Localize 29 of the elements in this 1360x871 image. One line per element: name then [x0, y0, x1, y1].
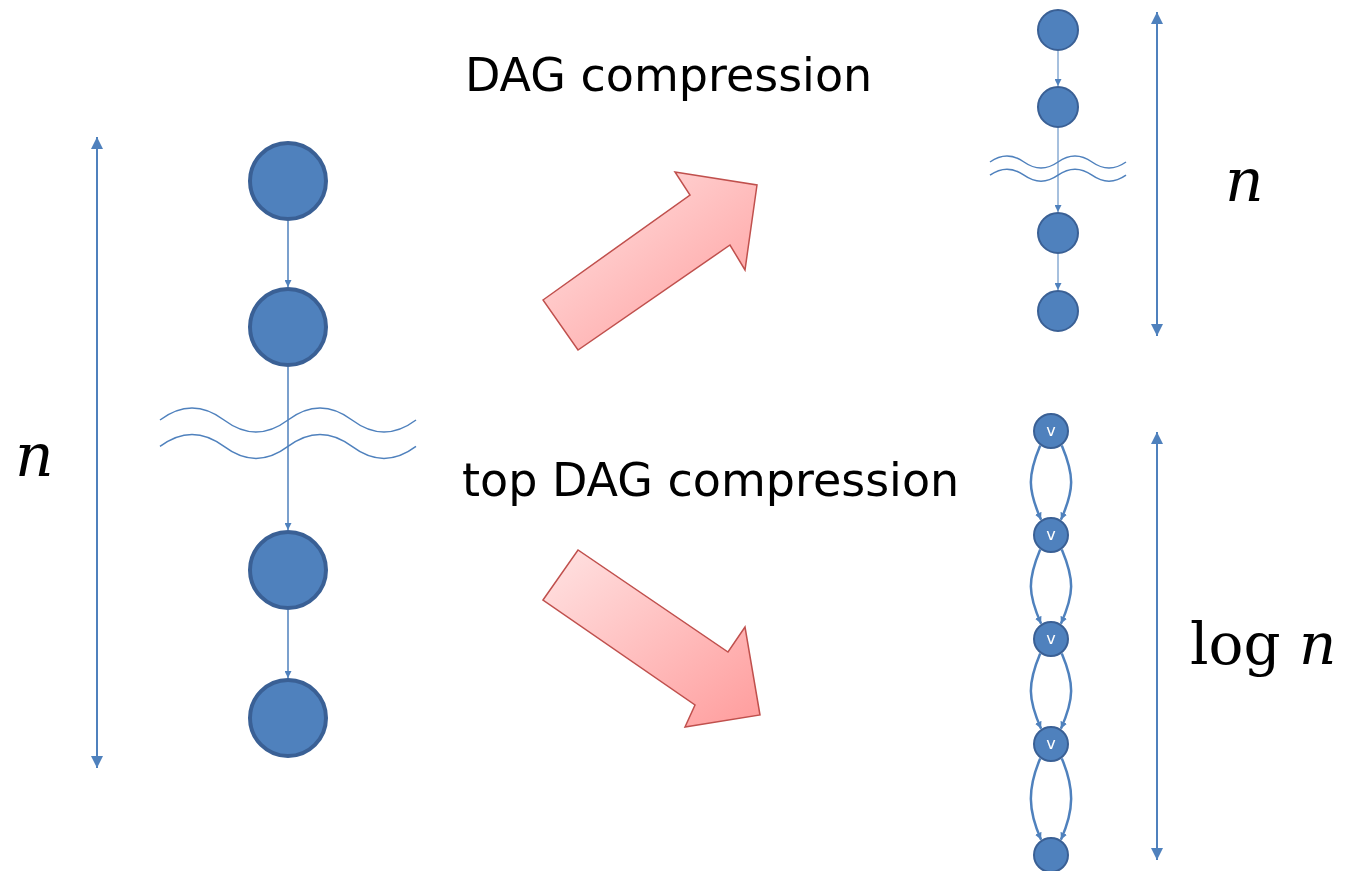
circle-node: [1033, 413, 1069, 449]
circle-node: [1033, 621, 1069, 657]
arrow: [1059, 444, 1073, 521]
math-symbol: n: [15, 425, 54, 485]
arrow: [1054, 253, 1062, 291]
circle-node: [1033, 726, 1069, 762]
circle-node: [1037, 86, 1079, 128]
node-label: v: [1046, 423, 1056, 439]
node-label: v: [1046, 631, 1056, 647]
math-symbol: n: [1225, 150, 1264, 210]
circle-node: [1037, 290, 1079, 332]
arrow: [1054, 50, 1062, 87]
node-label: v: [1046, 736, 1056, 752]
arrow: [284, 366, 292, 531]
arrow: [284, 220, 292, 288]
node-label: v: [1046, 527, 1056, 543]
arrow: [1029, 444, 1043, 521]
circle-node: [1033, 837, 1069, 871]
arrow: [1059, 757, 1073, 841]
arrow: [1054, 127, 1062, 213]
arrow: [1059, 548, 1073, 625]
arrow: [1029, 548, 1043, 625]
circle-node: [1037, 9, 1079, 51]
arrow: [1029, 757, 1043, 841]
arrow: [1029, 652, 1043, 730]
arrow: [1059, 652, 1073, 730]
circle-node: [1037, 212, 1079, 254]
circle-node: [1033, 517, 1069, 553]
arrow: [284, 609, 292, 679]
